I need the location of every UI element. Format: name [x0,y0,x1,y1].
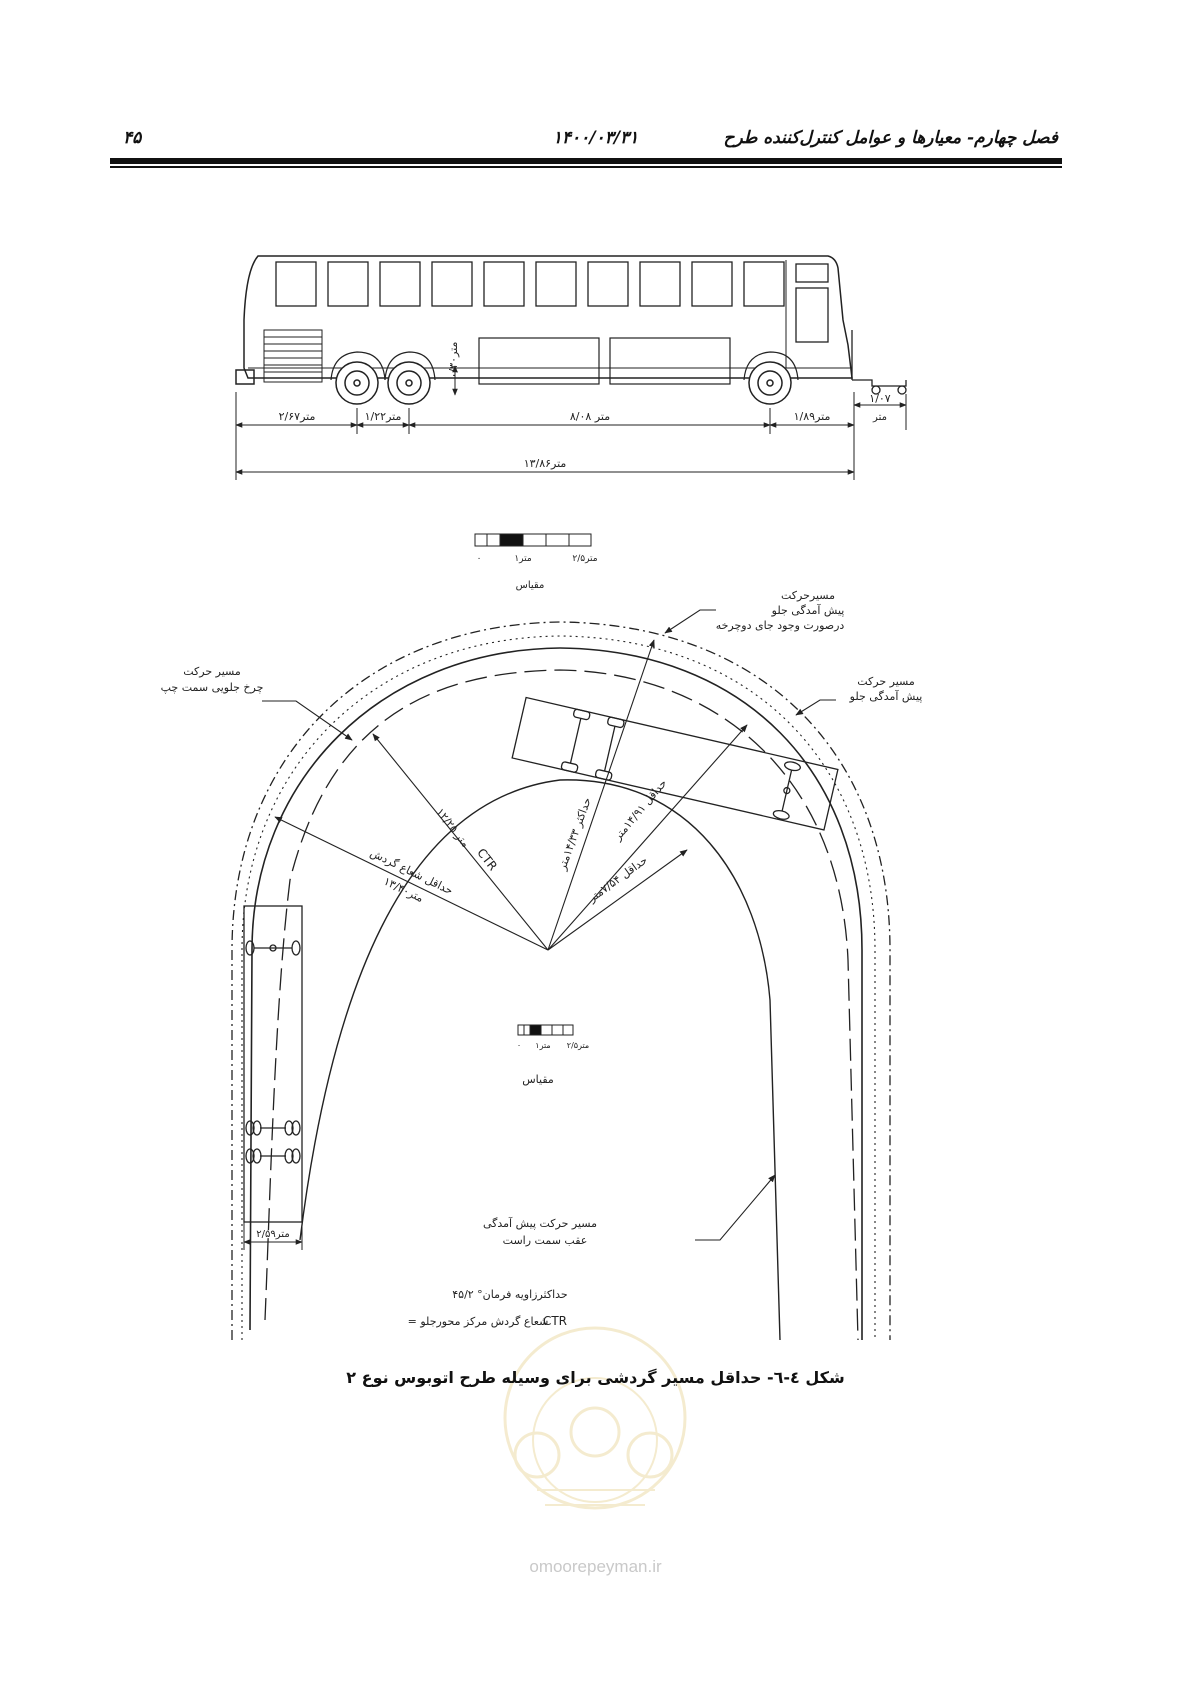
scale-top-twohalf: ۲/۵متر [572,554,597,564]
page-number: ۴۵ [123,128,142,148]
figure-caption: شکل ٤-٦- حداقل مسیر گردشی برای وسیله طرح… [346,1368,845,1387]
scale-bar-mid [517,1024,574,1036]
dim-rear-overhang: ۲/۶۷متر [279,410,316,423]
front-bike-rack [851,330,907,395]
label-left-wheel-l1: مسیر حرکت [183,665,241,678]
dim-axle-spacing: ۱/۲۲متر [365,410,402,423]
bus-width-label: ۲/۵۹متر [256,1229,289,1240]
header-rule-thin [110,166,1062,168]
path-dashed [264,669,859,1341]
label-rear-overhang-l1: مسیر حرکت پیش آمدگی [483,1216,597,1230]
scale-top-zero: ۰ [477,554,482,564]
label-left-wheel-l2: چرخ جلویی سمت چپ [161,681,264,694]
leader-lines [262,609,836,1241]
bus-windows [275,260,829,368]
scale-mid-one: ۱متر [535,1041,550,1050]
radius-ctr-tag: CTR [474,846,500,874]
label-front-overhang-l1: مسیر حرکت [857,675,915,688]
dim-front-overhang: ۱/۸۹متر [794,410,831,423]
label-front-overhang-l2: پیش آمدگی جلو [849,689,923,703]
dim-hitch-unit: متر [872,412,887,423]
radius-lines [274,639,748,951]
path-rear-overhang [299,779,781,1341]
dim-hitch: ۱/۰۷ [869,392,891,405]
note-max-steering: حداکثرزاویه فرمان° ۴۵/۲ [452,1288,567,1301]
bus-side-profile [235,255,907,405]
footer-watermark: omoorepeyman.ir [529,1557,662,1576]
label-bike-l2: پیش آمدگی جلو [771,603,845,617]
header-rule-thick [110,158,1062,164]
bus-plan-straight [243,905,303,1250]
scale-mid-zero: ۰ [517,1041,521,1050]
note-ctr-def: = شعاع گردش مرکز محورجلو [408,1315,549,1328]
label-rear-overhang-l2: عقب سمت راست [503,1234,588,1247]
label-bike-l3: درصورت وجود جای دوچرخه [716,619,845,632]
path-front-overhang-bike [231,621,891,1340]
scale-bar-top [474,533,592,547]
radius-min-inner-label: حداقل ۷/۵۴متر [585,854,650,906]
bus-wheels [330,351,799,405]
watermark-seal [503,1326,687,1510]
bus-plan-turning [511,696,839,831]
path-left-front-wheel [249,647,863,1340]
label-bike-l1: مسیرحرکت [781,589,835,602]
chapter-title: فصل چهارم- معیارها و عوامل کنترل‌کننده ط… [723,128,1058,148]
note-ctr-tag: CTR [543,1314,567,1328]
scale-top-label: مقیاس [516,580,545,591]
dim-ground-clearance: ۰/۳۰متر [447,342,460,379]
dim-total-length: ۱۳/۸۶متر [524,457,567,470]
scale-top-one: ۱متر [514,554,532,564]
bus-dimensions [235,392,907,480]
scale-mid-twohalf: ۲/۵متر [567,1041,589,1050]
rear-grille [263,329,323,383]
dim-wheelbase: ۸/۰۸ متر [570,410,610,423]
scale-mid-label: مقیاس [522,1073,554,1086]
header-date: ۱۴۰۰/۰۳/۳۱ [552,128,639,148]
turning-paths [231,621,891,1341]
